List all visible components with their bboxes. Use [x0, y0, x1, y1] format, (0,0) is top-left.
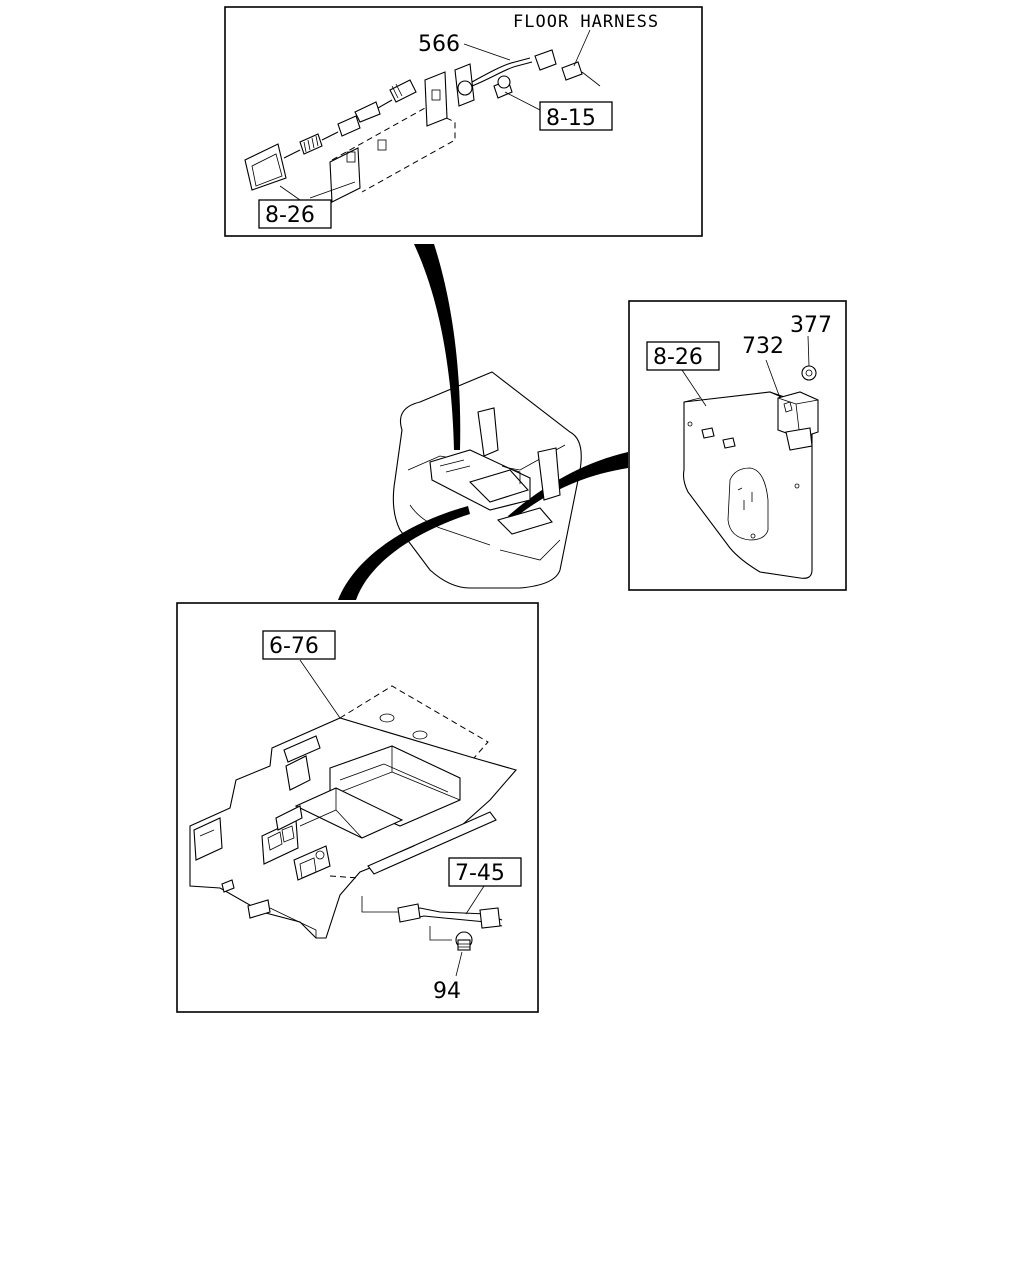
ref-label-8-26-right: 8-26	[653, 345, 703, 370]
part-label-377: 377	[790, 313, 832, 338]
ref-label-7-45: 7-45	[455, 861, 505, 886]
swoosh-top	[414, 244, 461, 450]
swoosh-right	[508, 452, 628, 520]
part-label-732: 732	[742, 334, 784, 359]
ref-label-8-26-top: 8-26	[265, 203, 315, 228]
ref-label-6-76: 6-76	[269, 634, 319, 659]
right-detail-panel: 8-26 732 377	[628, 300, 847, 591]
swoosh-bottom	[338, 506, 470, 600]
ref-label-8-15: 8-15	[546, 106, 596, 131]
top-detail-panel: FLOOR HARNESS 566 8-15 8-26	[224, 6, 703, 237]
part-label-94: 94	[433, 979, 461, 1004]
cab-overview	[392, 371, 582, 589]
part-label-566: 566	[418, 32, 460, 57]
top-panel-frame	[224, 6, 703, 237]
bottom-detail-panel: 6-76 7-45 94	[176, 602, 539, 1013]
floor-harness-label: FLOOR HARNESS	[513, 12, 659, 32]
callout-swooshes	[338, 244, 628, 600]
